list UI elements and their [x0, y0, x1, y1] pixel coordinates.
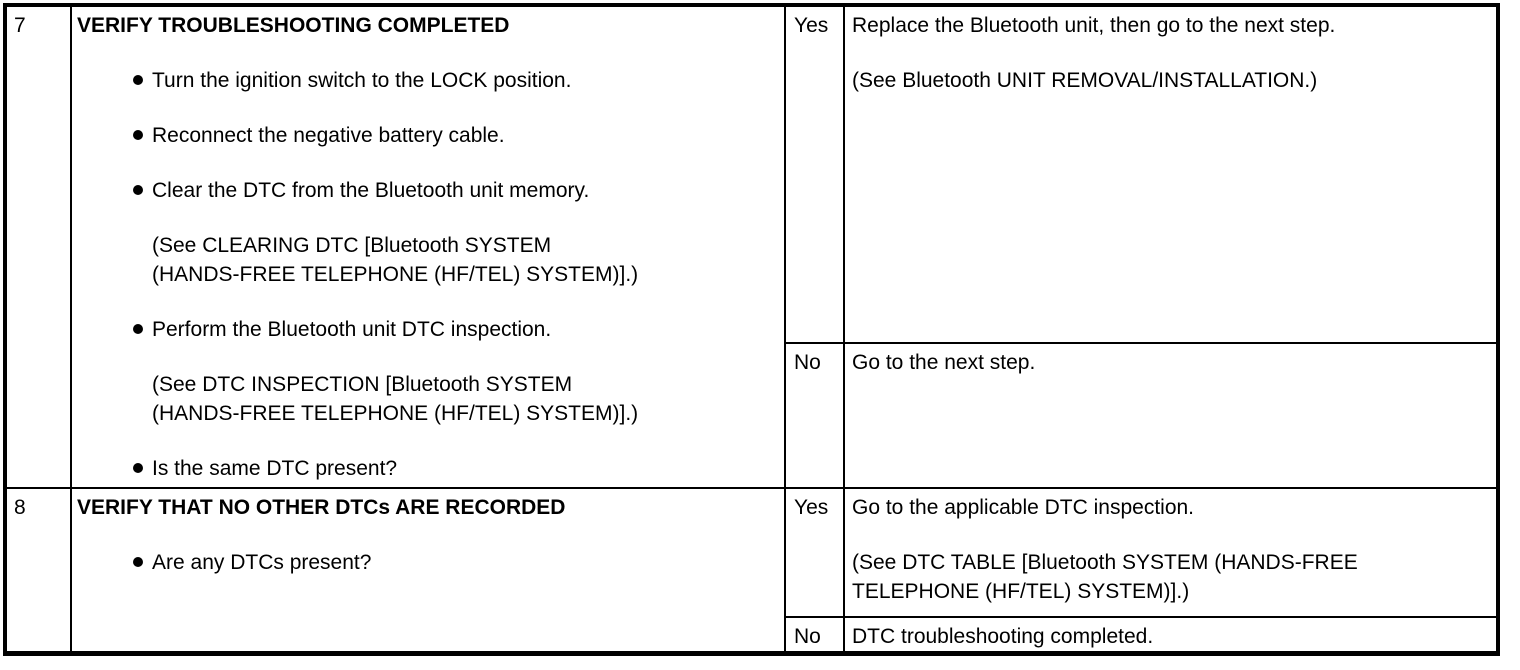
- action-text: DTC troubleshooting completed.: [852, 625, 1154, 648]
- bullet-icon: [133, 463, 143, 473]
- inspection-cell: VERIFY THAT NO OTHER DTCs ARE RECORDED A…: [72, 489, 786, 651]
- bullet-icon: [133, 130, 143, 140]
- result-row-yes: Yes Go to the applicable DTC inspection.…: [786, 489, 1496, 618]
- list-item: Clear the DTC from the Bluetooth unit me…: [77, 176, 784, 205]
- list-item: Perform the Bluetooth unit DTC inspectio…: [77, 315, 784, 344]
- list-item: Are any DTCs present?: [77, 548, 784, 577]
- see-reference-line: (HANDS-FREE TELEPHONE (HF/TEL) SYSTEM)].…: [152, 402, 639, 425]
- step-number-cell: 8: [7, 489, 72, 651]
- list-item: Turn the ignition switch to the LOCK pos…: [77, 66, 784, 95]
- list-item-text: Reconnect the negative battery cable.: [152, 124, 505, 147]
- action-cell: Go to the applicable DTC inspection. (Se…: [845, 489, 1496, 616]
- no-label: No: [794, 351, 821, 374]
- action-see-reference: (See DTC TABLE [Bluetooth SYSTEM (HANDS-…: [852, 551, 1358, 574]
- yes-no-cell: Yes: [786, 489, 845, 616]
- action-text: Go to the next step.: [852, 351, 1036, 374]
- result-row-yes: Yes Replace the Bluetooth unit, then go …: [786, 7, 1496, 344]
- action-cell: Replace the Bluetooth unit, then go to t…: [845, 7, 1496, 342]
- action-see-reference: (See Bluetooth UNIT REMOVAL/INSTALLATION…: [852, 69, 1318, 92]
- yes-no-cell: No: [786, 344, 845, 487]
- step-number: 7: [14, 14, 26, 37]
- action-cell: DTC troubleshooting completed.: [845, 618, 1496, 651]
- table-row-step-8: 8 VERIFY THAT NO OTHER DTCs ARE RECORDED…: [7, 489, 1496, 651]
- yes-label: Yes: [794, 496, 829, 519]
- result-row-no: No DTC troubleshooting completed.: [786, 618, 1496, 651]
- result-row-no: No Go to the next step.: [786, 344, 1496, 487]
- results-column: Yes Go to the applicable DTC inspection.…: [786, 489, 1496, 651]
- list-item-text: Clear the DTC from the Bluetooth unit me…: [152, 179, 590, 202]
- list-item: Reconnect the negative battery cable.: [77, 121, 784, 150]
- yes-no-cell: Yes: [786, 7, 845, 342]
- inspection-cell: VERIFY TROUBLESHOOTING COMPLETED Turn th…: [72, 7, 786, 487]
- see-reference: (See DTC INSPECTION [Bluetooth SYSTEM (H…: [77, 370, 784, 428]
- table-row-step-7: 7 VERIFY TROUBLESHOOTING COMPLETED Turn …: [7, 7, 1496, 489]
- step-number: 8: [14, 496, 26, 519]
- see-reference-line: (See CLEARING DTC [Bluetooth SYSTEM: [152, 234, 552, 257]
- bullet-icon: [133, 557, 143, 567]
- see-reference: (See CLEARING DTC [Bluetooth SYSTEM (HAN…: [77, 231, 784, 289]
- inspection-title: VERIFY TROUBLESHOOTING COMPLETED: [77, 14, 510, 37]
- step-number-cell: 7: [7, 7, 72, 487]
- list-item-text: Turn the ignition switch to the LOCK pos…: [152, 69, 572, 92]
- inspection-title: VERIFY THAT NO OTHER DTCs ARE RECORDED: [77, 496, 566, 519]
- list-item: Is the same DTC present?: [77, 454, 784, 483]
- action-text: Replace the Bluetooth unit, then go to t…: [852, 14, 1336, 37]
- list-item-text: Are any DTCs present?: [152, 551, 372, 574]
- troubleshooting-table: 7 VERIFY TROUBLESHOOTING COMPLETED Turn …: [3, 3, 1500, 656]
- no-label: No: [794, 625, 821, 648]
- yes-label: Yes: [794, 14, 829, 37]
- see-reference-line: (HANDS-FREE TELEPHONE (HF/TEL) SYSTEM)].…: [152, 263, 639, 286]
- bullet-icon: [133, 185, 143, 195]
- action-see-reference: TELEPHONE (HF/TEL) SYSTEM)].): [852, 580, 1190, 603]
- action-text: Go to the applicable DTC inspection.: [852, 496, 1195, 519]
- results-column: Yes Replace the Bluetooth unit, then go …: [786, 7, 1496, 487]
- bullet-icon: [133, 75, 143, 85]
- yes-no-cell: No: [786, 618, 845, 651]
- list-item-text: Perform the Bluetooth unit DTC inspectio…: [152, 318, 552, 341]
- see-reference-line: (See DTC INSPECTION [Bluetooth SYSTEM: [152, 373, 573, 396]
- bullet-icon: [133, 324, 143, 334]
- list-item-text: Is the same DTC present?: [152, 457, 398, 480]
- action-cell: Go to the next step.: [845, 344, 1496, 487]
